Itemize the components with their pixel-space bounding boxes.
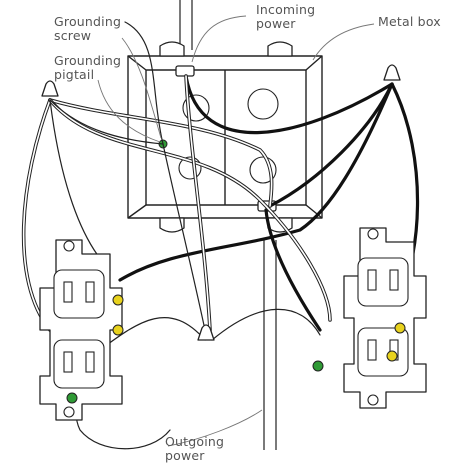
leader-lines bbox=[97, 15, 375, 447]
white-neutral-wires bbox=[21, 74, 332, 332]
receptacle-left bbox=[39, 239, 124, 421]
wall-studs bbox=[179, 0, 277, 450]
brass-terminal-bottom-right bbox=[386, 350, 398, 362]
ground-terminal-left bbox=[66, 392, 78, 404]
brass-terminal-top-right bbox=[394, 322, 406, 334]
ground-terminal-right bbox=[312, 360, 324, 372]
brass-terminal-bottom-left bbox=[112, 324, 124, 336]
receptacle-right bbox=[312, 227, 427, 409]
brass-terminal-top-left bbox=[112, 294, 124, 306]
label-metal-box: Metal box bbox=[378, 14, 441, 29]
wire-nuts bbox=[41, 64, 401, 341]
